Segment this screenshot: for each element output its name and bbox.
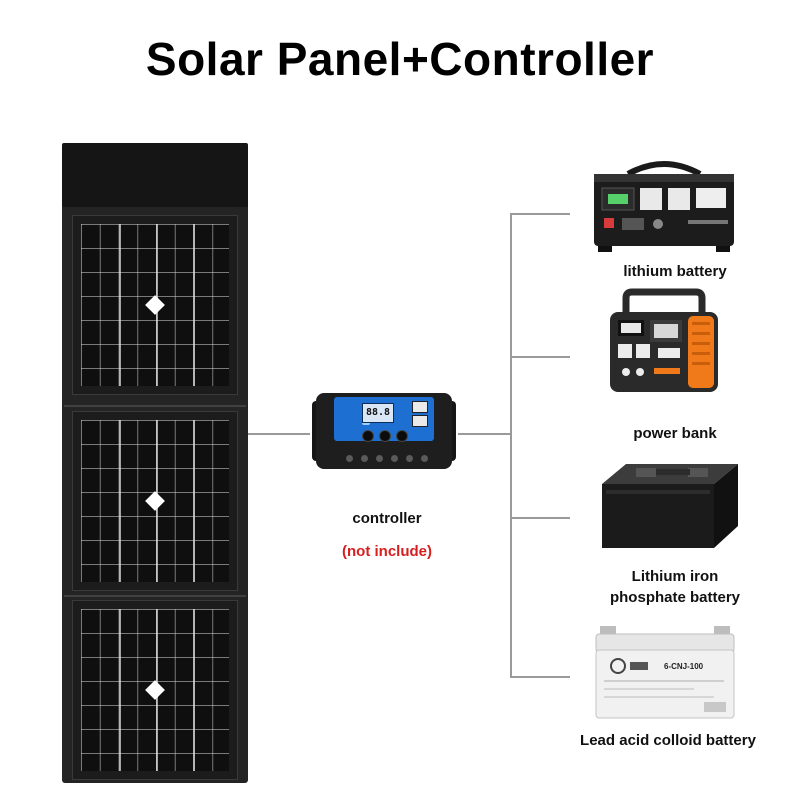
lithium-battery-icon bbox=[594, 161, 734, 252]
solar-panel-image bbox=[62, 143, 248, 783]
controller-button bbox=[362, 430, 374, 442]
branch-line-3 bbox=[510, 517, 570, 519]
page-title: Solar Panel+Controller bbox=[145, 33, 655, 85]
panel-fold-line bbox=[64, 595, 246, 597]
usb-port-icon bbox=[412, 415, 428, 427]
controller-label: controller bbox=[352, 510, 422, 527]
branch-line-1 bbox=[510, 213, 570, 215]
usb-port-icon bbox=[412, 401, 428, 413]
lead-acid-label: Lead acid colloid battery bbox=[580, 732, 756, 749]
controller-lcd: 88.8 bbox=[362, 403, 394, 423]
power-bank-icon bbox=[610, 288, 718, 392]
lithium-battery-label: lithium battery bbox=[623, 263, 727, 280]
lead-acid-battery-icon bbox=[595, 626, 735, 719]
lifepo4-label-line1: Lithium iron bbox=[631, 568, 719, 585]
panel-top-flap bbox=[62, 143, 248, 207]
controller-button bbox=[396, 430, 408, 442]
panel-to-controller-line bbox=[248, 433, 310, 435]
panel-fold-line bbox=[64, 405, 246, 407]
charge-controller-image: 88.8 bbox=[312, 393, 456, 469]
solar-module-3 bbox=[72, 600, 238, 780]
solar-module-2 bbox=[72, 411, 238, 591]
lead-acid-brand-text: 6-CNJ-100 bbox=[664, 662, 704, 671]
branch-line-2 bbox=[510, 356, 570, 358]
bus-line bbox=[510, 213, 512, 677]
lifepo4-battery-icon bbox=[602, 464, 738, 548]
power-bank-label: power bank bbox=[633, 425, 717, 442]
solar-module-1 bbox=[72, 215, 238, 395]
controller-to-bus-line bbox=[458, 433, 510, 435]
controller-button bbox=[379, 430, 391, 442]
branch-line-4 bbox=[510, 676, 570, 678]
controller-note: (not include) bbox=[342, 543, 432, 560]
lifepo4-label-line2: phosphate battery bbox=[609, 589, 741, 606]
